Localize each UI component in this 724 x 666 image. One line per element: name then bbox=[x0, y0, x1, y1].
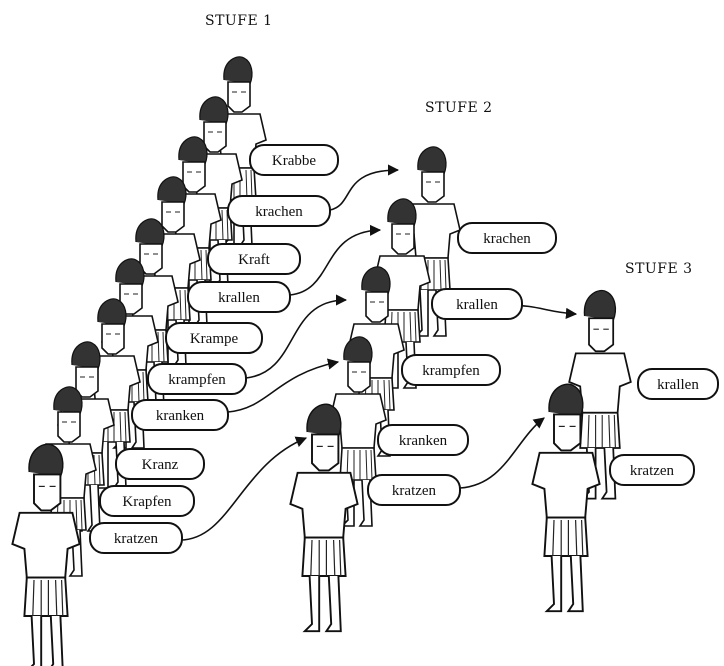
label-text: kratzen bbox=[114, 531, 159, 547]
label-text: kratzen bbox=[630, 463, 675, 479]
label-text: krampfen bbox=[422, 363, 480, 379]
label-text: Kranz bbox=[142, 457, 179, 473]
label-krabbe: Krabbe bbox=[249, 144, 339, 176]
label-krallen-2: krallen bbox=[431, 288, 523, 320]
label-text: Krapfen bbox=[122, 494, 172, 510]
stage-2-labels: krachen krallen krampfen kranken kratzen bbox=[367, 222, 557, 506]
label-text: kranken bbox=[156, 408, 205, 424]
label-krachen-2: krachen bbox=[457, 222, 557, 254]
label-kranz: Kranz bbox=[115, 448, 205, 480]
arrow-krachen-1-to-2 bbox=[329, 164, 400, 211]
label-krallen: krallen bbox=[187, 281, 291, 313]
arrow-krampfen-1-to-2 bbox=[245, 294, 348, 379]
label-text: krallen bbox=[456, 297, 498, 313]
arrow-kranken-1-to-2 bbox=[227, 358, 340, 413]
label-text: krampfen bbox=[168, 372, 226, 388]
label-kranken-2: kranken bbox=[377, 424, 469, 456]
label-krampfen: krampfen bbox=[147, 363, 247, 395]
label-text: krallen bbox=[657, 377, 699, 393]
label-kratzen-3: kratzen bbox=[609, 454, 695, 486]
label-krallen-3: krallen bbox=[637, 368, 719, 400]
label-text: krachen bbox=[255, 204, 303, 220]
arrow-krallen-1-to-2 bbox=[289, 224, 382, 296]
label-kraft: Kraft bbox=[207, 243, 301, 275]
label-text: Krabbe bbox=[272, 153, 316, 169]
label-text: krallen bbox=[218, 290, 260, 306]
arrow-kratzen-1-to-2 bbox=[179, 436, 308, 541]
arrow-kratzen-2-to-3 bbox=[459, 417, 545, 489]
label-krapfen: Krapfen bbox=[99, 485, 195, 517]
label-text: krachen bbox=[483, 231, 531, 247]
label-text: Krampe bbox=[190, 331, 239, 347]
stage-3-soldiers bbox=[531, 289, 632, 613]
stage-3-title: STUFE 3 bbox=[625, 261, 693, 277]
label-kranken: kranken bbox=[131, 399, 229, 431]
stage-1-labels: Krabbe krachen Kraft krallen Krampe kram… bbox=[89, 144, 339, 554]
label-kratzen: kratzen bbox=[89, 522, 183, 554]
label-text: Kraft bbox=[238, 252, 270, 268]
label-text: kranken bbox=[399, 433, 448, 449]
stage-2-title: STUFE 2 bbox=[425, 100, 493, 116]
label-text: kratzen bbox=[392, 483, 437, 499]
label-krachen: krachen bbox=[227, 195, 331, 227]
stage-1-title: STUFE 1 bbox=[205, 13, 273, 29]
stage-1-soldiers bbox=[11, 56, 267, 666]
stage-3-labels: krallen kratzen bbox=[609, 368, 719, 486]
label-kratzen-2: kratzen bbox=[367, 474, 461, 506]
label-krampe: Krampe bbox=[165, 322, 263, 354]
label-krampfen-2: krampfen bbox=[401, 354, 501, 386]
